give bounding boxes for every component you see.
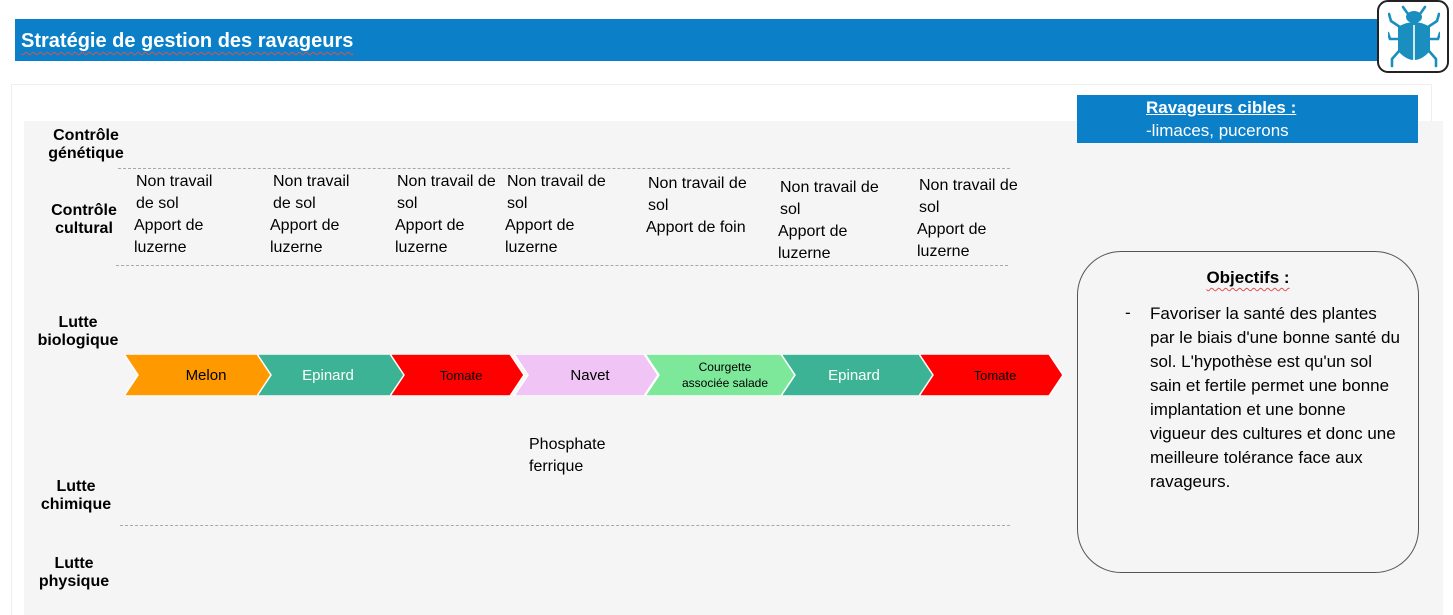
cultural-practice: Non travail de sol Apport de luzerne bbox=[505, 171, 606, 259]
row-label-line: Lutte bbox=[54, 555, 94, 572]
practice-line: sol bbox=[648, 197, 669, 214]
row-label-biological: Lutte biologique bbox=[36, 314, 120, 350]
objectives-box: Objectifs : - Favoriser la santé des pla… bbox=[1077, 251, 1419, 573]
row-label-line: biologique bbox=[37, 332, 119, 349]
practice-line: Non travail de bbox=[919, 177, 1018, 194]
practice-line: sol bbox=[919, 199, 940, 216]
row-label-cultural: Contrôle cultural bbox=[34, 202, 134, 238]
row-label-line: Contrôle bbox=[51, 202, 117, 219]
practice-line: luzerne bbox=[778, 245, 831, 262]
chevron-fill bbox=[390, 354, 525, 396]
cultural-practice: Non travail de sol Apport de luzerne bbox=[917, 175, 1018, 263]
row-label-physical: Lutte physique bbox=[32, 555, 116, 591]
row-separator bbox=[118, 168, 1010, 169]
chevron-shape bbox=[390, 354, 525, 396]
cultural-practice: Non travail de sol Apport de foin bbox=[646, 173, 747, 239]
chevron-shape bbox=[645, 354, 796, 396]
practice-line: Non travail bbox=[136, 173, 213, 190]
practice-line: Apport de bbox=[270, 217, 340, 234]
practice-line: Apport de bbox=[778, 223, 848, 240]
chemical-line: ferrique bbox=[529, 458, 584, 475]
cultural-practice: Non travail de sol Apport de luzerne bbox=[778, 177, 879, 265]
chevron-fill bbox=[919, 354, 1064, 396]
target-pests-list: -limaces, pucerons bbox=[1146, 121, 1289, 140]
row-label-line: physique bbox=[38, 573, 110, 590]
practice-line: Apport de bbox=[505, 217, 575, 234]
row-label-chemical: Lutte chimique bbox=[34, 478, 118, 514]
chevron-fill bbox=[257, 354, 406, 396]
chevron-label: Tomate bbox=[439, 367, 483, 383]
practice-line: luzerne bbox=[270, 239, 323, 256]
practice-line: Non travail bbox=[273, 173, 350, 190]
target-pests-title: Ravageurs cibles : bbox=[1146, 98, 1297, 117]
row-separator bbox=[116, 265, 1008, 266]
row-label-line: Contrôle bbox=[53, 127, 119, 144]
chevron-label: Navet bbox=[570, 366, 610, 384]
chevron-label: Epinard bbox=[302, 366, 354, 384]
chevron-fill bbox=[124, 354, 273, 396]
chevron-shape bbox=[919, 354, 1064, 396]
chevron-shape bbox=[514, 354, 659, 396]
chevron-fill bbox=[781, 354, 936, 396]
objectives-text: Favoriser la santé des plantes par le bi… bbox=[1150, 304, 1400, 491]
cultural-practice: Non travail de sol Apport de luzerne bbox=[134, 171, 212, 259]
row-label-line: Lutte bbox=[56, 478, 96, 495]
row-label-genetic: Contrôle génétique bbox=[36, 127, 136, 163]
row-label-line: génétique bbox=[48, 145, 124, 162]
practice-line: Apport de foin bbox=[646, 219, 746, 236]
practice-line: luzerne bbox=[134, 239, 187, 256]
cultural-practice: Non travail de sol Apport de luzerne bbox=[395, 171, 496, 259]
practice-line: sol bbox=[397, 195, 418, 212]
chevron-label: Epinard bbox=[828, 366, 880, 384]
chevron-shape bbox=[257, 354, 406, 396]
practice-line: sol bbox=[780, 201, 801, 218]
practice-line: Non travail de bbox=[648, 175, 747, 192]
practice-line: Non travail de bbox=[397, 173, 496, 190]
row-label-line: chimique bbox=[40, 496, 112, 513]
objectives-bullet: - bbox=[1125, 303, 1131, 322]
practice-line: luzerne bbox=[395, 239, 448, 256]
chevron-label: Courgette associée salade bbox=[681, 360, 769, 390]
chevron-fill bbox=[514, 354, 659, 396]
practice-line: luzerne bbox=[505, 239, 558, 256]
practice-line: de sol bbox=[136, 195, 179, 212]
target-pests-box: Ravageurs cibles : -limaces, pucerons bbox=[1077, 95, 1418, 143]
title-bar: Stratégie de gestion des ravageurs bbox=[15, 19, 1380, 61]
objectives-title: Objectifs : bbox=[1206, 268, 1290, 287]
chemical-line: Phosphate bbox=[529, 436, 606, 453]
cultural-practice: Non travail de sol Apport de luzerne bbox=[270, 171, 349, 259]
page-title: Stratégie de gestion des ravageurs bbox=[21, 30, 354, 52]
chevron-shape bbox=[124, 354, 273, 396]
beetle-icon-graphic bbox=[1388, 5, 1440, 68]
beetle-icon bbox=[1377, 0, 1449, 73]
chevron-fill bbox=[645, 354, 796, 396]
practice-line: Apport de bbox=[395, 217, 465, 234]
chemical-control-note: Phosphate ferrique bbox=[529, 434, 606, 478]
practice-line: de sol bbox=[273, 195, 316, 212]
practice-line: Apport de bbox=[134, 217, 204, 234]
row-label-line: Lutte bbox=[58, 314, 98, 331]
chevron-label: Melon bbox=[185, 366, 227, 384]
practice-line: Non travail de bbox=[507, 173, 606, 190]
chevron-shape bbox=[781, 354, 936, 396]
chevron-label: Tomate bbox=[973, 367, 1017, 383]
row-label-line: cultural bbox=[55, 220, 113, 237]
practice-line: Non travail de bbox=[780, 179, 879, 196]
practice-line: Apport de bbox=[917, 221, 987, 238]
practice-line: luzerne bbox=[917, 243, 970, 260]
row-separator bbox=[120, 525, 1010, 526]
practice-line: sol bbox=[507, 195, 528, 212]
